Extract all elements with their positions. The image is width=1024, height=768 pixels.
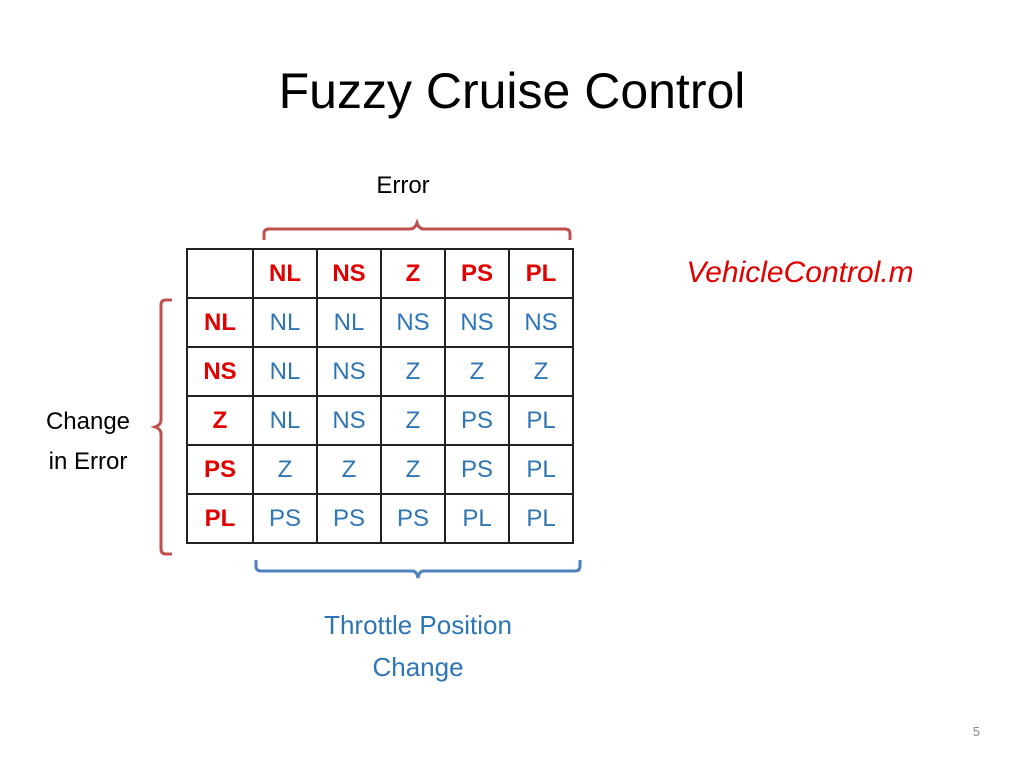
table-cell: Z <box>252 444 318 495</box>
error-brace <box>262 218 572 240</box>
throttle-brace <box>254 560 582 579</box>
change-in-error-label: Change in Error <box>20 402 156 482</box>
table-cell: PS <box>380 493 446 544</box>
column-header: PL <box>508 248 574 299</box>
table-corner-cell <box>186 248 254 299</box>
table-cell: NS <box>508 297 574 348</box>
file-name-label: VehicleControl.m <box>686 256 914 289</box>
throttle-label-line1: Throttle Position <box>324 610 512 640</box>
change-label-line2: in Error <box>48 448 128 475</box>
table-row: Z NL NS Z PS PL <box>186 395 574 446</box>
table-cell: PL <box>508 493 574 544</box>
table-cell: PS <box>444 444 510 495</box>
table-cell: PS <box>316 493 382 544</box>
table-cell: NS <box>316 395 382 446</box>
table-cell: NL <box>252 395 318 446</box>
table-cell: Z <box>380 444 446 495</box>
table-row: PS Z Z Z PS PL <box>186 444 574 495</box>
fuzzy-rule-table: NL NS Z PS PL NL NL NL NS NS NS NS NL NS… <box>186 248 574 544</box>
table-cell: NL <box>252 297 318 348</box>
table-row: PL PS PS PS PL PL <box>186 493 574 544</box>
slide-title: Fuzzy Cruise Control <box>278 63 746 119</box>
row-header: NS <box>186 346 254 397</box>
table-cell: Z <box>380 346 446 397</box>
change-label-line1: Change <box>45 408 131 435</box>
table-cell: PS <box>252 493 318 544</box>
row-header: Z <box>186 395 254 446</box>
row-header: NL <box>186 297 254 348</box>
table-row: NS NL NS Z Z Z <box>186 346 574 397</box>
error-axis-label: Error <box>376 172 430 199</box>
table-cell: PS <box>444 395 510 446</box>
table-cell: Z <box>508 346 574 397</box>
table-cell: PL <box>508 444 574 495</box>
row-header: PS <box>186 444 254 495</box>
column-header: NS <box>316 248 382 299</box>
table-cell: PL <box>508 395 574 446</box>
column-header: Z <box>380 248 446 299</box>
table-cell: NS <box>444 297 510 348</box>
column-header: NL <box>252 248 318 299</box>
table-cell: Z <box>380 395 446 446</box>
table-cell: NS <box>380 297 446 348</box>
table-cell: NL <box>316 297 382 348</box>
table-cell: NS <box>316 346 382 397</box>
table-cell: Z <box>444 346 510 397</box>
column-header: PS <box>444 248 510 299</box>
throttle-label-line2: Change <box>372 652 464 682</box>
table-row: NL NL NL NS NS NS <box>186 297 574 348</box>
table-cell: Z <box>316 444 382 495</box>
table-header-row: NL NS Z PS PL <box>186 248 574 299</box>
row-header: PL <box>186 493 254 544</box>
page-number: 5 <box>972 724 980 739</box>
throttle-position-change-label: Throttle Position Change <box>268 604 568 688</box>
change-in-error-brace <box>150 298 172 556</box>
table-cell: PL <box>444 493 510 544</box>
table-cell: NL <box>252 346 318 397</box>
